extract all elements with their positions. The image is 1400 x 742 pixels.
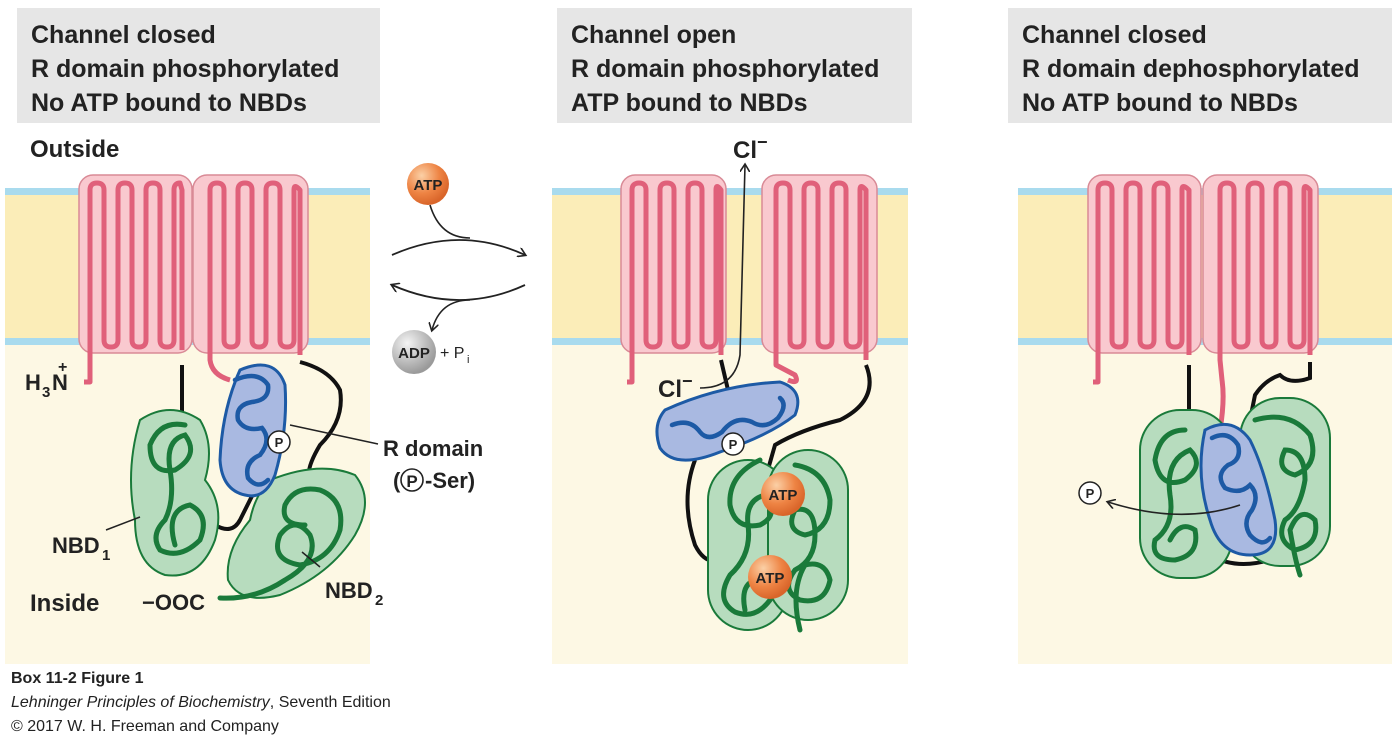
- panel-1-title: Channel closed: [31, 21, 216, 49]
- panel-2-line3: ATP bound to NBDs: [571, 89, 808, 117]
- svg-text:NBD: NBD: [52, 533, 100, 558]
- nbd1-leader-line: [105, 516, 141, 531]
- svg-text:ATP: ATP: [414, 177, 443, 194]
- svg-text:−: −: [757, 132, 768, 152]
- svg-text:(: (: [393, 468, 401, 493]
- outside-label: Outside: [30, 136, 119, 163]
- panel-1-line2: R domain phosphorylated: [31, 55, 340, 83]
- svg-text:ATP: ATP: [769, 487, 798, 504]
- phosphate-panel-1: P: [267, 430, 291, 454]
- r-domain-panel-3: [1199, 422, 1278, 557]
- transmembrane-domain-2-panel-3: [1202, 174, 1319, 431]
- inside-label: Inside: [30, 590, 99, 617]
- atp-molecule-reactant: ATP: [407, 163, 449, 205]
- panel-3-header: Channel closed R domain dephosphorylated…: [1008, 8, 1392, 123]
- chloride-flow-arrow: [699, 165, 745, 389]
- adp-molecule-product: ADP + P i: [392, 330, 469, 374]
- r-domain-panel-2: [655, 380, 800, 462]
- book-citation: Lehninger Principles of Biochemistry, Se…: [11, 694, 391, 712]
- transmembrane-domain-1-panel-3: [1087, 174, 1202, 385]
- svg-text:1: 1: [102, 547, 110, 564]
- atp-hydrolysis-arrows: [392, 204, 525, 330]
- panel-3-line3: No ATP bound to NBDs: [1022, 89, 1298, 117]
- phosphate-panel-2: P: [721, 432, 745, 456]
- svg-text:NBD: NBD: [325, 578, 373, 603]
- svg-text:2: 2: [375, 592, 383, 609]
- transmembrane-domain-2-panel-1: [192, 174, 309, 383]
- atp-bound-lower: ATP: [748, 555, 792, 599]
- svg-text:−: −: [682, 371, 693, 391]
- nbd1-label: NBD 1: [52, 533, 110, 564]
- panel-2-title: Channel open: [571, 21, 737, 49]
- r-domain-panel-1: [218, 363, 288, 498]
- figure-number: Box 11-2 Figure 1: [11, 670, 144, 687]
- copyright: © 2017 W. H. Freeman and Company: [11, 718, 279, 735]
- book-title: Lehninger Principles of Biochemistry: [11, 694, 270, 711]
- svg-text:P: P: [1086, 486, 1095, 501]
- svg-text:ADP: ADP: [398, 345, 430, 362]
- svg-text:H: H: [25, 370, 41, 395]
- chloride-label-inside: Cl −: [658, 371, 693, 403]
- svg-text:P: P: [406, 472, 417, 491]
- chloride-label-outside: Cl −: [733, 132, 768, 164]
- nbd2-panel-1: [217, 467, 366, 601]
- nbd1-panel-1: [130, 409, 220, 577]
- svg-text:+ P: + P: [440, 345, 464, 362]
- svg-text:R domain: R domain: [383, 436, 483, 461]
- svg-text:3: 3: [42, 384, 50, 401]
- panel-2-line2: R domain phosphorylated: [571, 55, 880, 83]
- released-phosphate: P: [1078, 481, 1102, 505]
- book-edition: , Seventh Edition: [269, 694, 391, 711]
- svg-text:-Ser): -Ser): [425, 468, 475, 493]
- panel-1-header: Channel closed R domain phosphorylated N…: [17, 8, 380, 123]
- svg-text:i: i: [467, 354, 469, 366]
- svg-text:+: +: [58, 359, 67, 376]
- r-domain-label: R domain ( P -Ser): [383, 436, 483, 493]
- amino-terminus-label: H 3 N +: [25, 359, 68, 401]
- carboxyl-terminus-label: −OOC: [142, 590, 205, 615]
- transmembrane-domain-1-panel-2: [620, 174, 727, 385]
- phosphate-label: P: [275, 435, 284, 450]
- phosphate-release-arrow: [1108, 502, 1241, 516]
- transmembrane-domain-1-panel-1: [78, 174, 193, 385]
- nbd2-leader-line: [301, 551, 321, 568]
- atp-bound-upper: ATP: [761, 472, 805, 516]
- r-domain-leader-line: [289, 424, 379, 445]
- svg-text:Cl: Cl: [658, 376, 682, 403]
- svg-text:ATP: ATP: [756, 570, 785, 587]
- panel-3-line2: R domain dephosphorylated: [1022, 55, 1360, 83]
- panel-3-title: Channel closed: [1022, 21, 1207, 49]
- panel-1-line3: No ATP bound to NBDs: [31, 89, 307, 117]
- transmembrane-domain-2-panel-2: [761, 174, 878, 385]
- svg-text:Cl: Cl: [733, 137, 757, 164]
- svg-text:P: P: [729, 437, 738, 452]
- panel-2-header: Channel open R domain phosphorylated ATP…: [557, 8, 912, 123]
- svg-text:N: N: [52, 370, 68, 395]
- nbd2-label: NBD 2: [325, 578, 383, 609]
